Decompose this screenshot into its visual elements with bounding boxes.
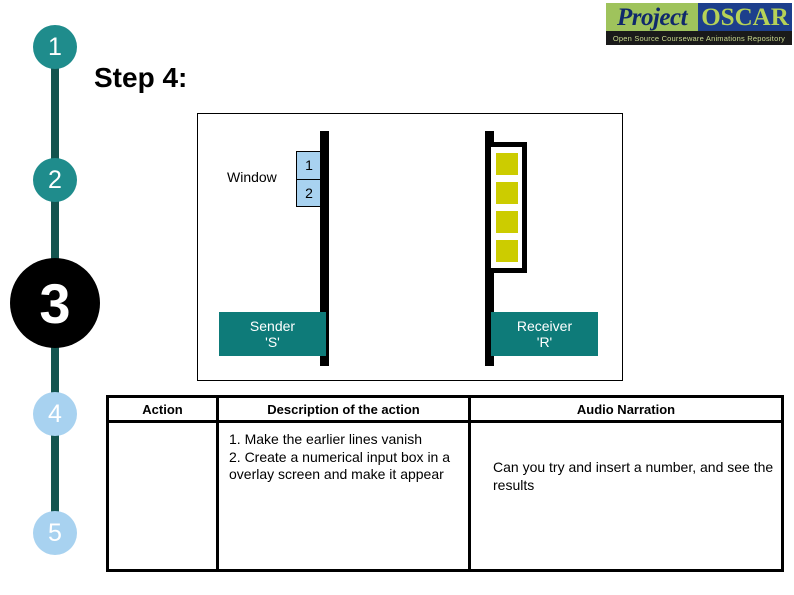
buffer-cell-1[interactable]	[495, 152, 518, 175]
sender-label: Sender 'S'	[219, 312, 326, 356]
table-header-description: Description of the action	[216, 395, 471, 423]
logo-word-project: Project	[616, 3, 688, 31]
receiver-label-line1: Receiver	[516, 317, 573, 334]
step-marker-2[interactable]: 2	[33, 158, 77, 202]
logo-subtitle: Open Source Courseware Animations Reposi…	[606, 31, 792, 45]
buffer-cell-3[interactable]	[495, 211, 518, 234]
sender-window-stack: 1 2	[296, 151, 322, 207]
logo-word-oscar: OSCAR	[701, 3, 789, 31]
cell-audio: Can you try and insert a number, and see…	[468, 420, 784, 572]
receiver-label-line2: 'R'	[536, 334, 553, 350]
table-header-audio: Audio Narration	[468, 395, 784, 423]
project-oscar-logo: Project OSCAR Open Source Courseware Ani…	[606, 3, 792, 45]
window-label: Window	[227, 169, 277, 185]
step-marker-1[interactable]: 1	[33, 25, 77, 69]
sender-label-line2: 'S'	[265, 334, 280, 350]
cell-description: 1. Make the earlier lines vanish 2. Crea…	[216, 420, 471, 572]
sender-timeline-bar	[320, 131, 329, 366]
receiver-timeline-bar	[485, 131, 494, 366]
table-header-action: Action	[106, 395, 219, 423]
logo-wordmark: Project OSCAR	[606, 3, 792, 31]
buffer-cell-4[interactable]	[495, 240, 518, 263]
table-row: 1. Make the earlier lines vanish 2. Crea…	[106, 420, 784, 572]
logo-right-panel: OSCAR	[698, 3, 792, 31]
table-header-row: Action Description of the action Audio N…	[106, 395, 784, 423]
cell-action	[106, 420, 219, 572]
step-marker-5[interactable]: 5	[33, 511, 77, 555]
action-description-table: Action Description of the action Audio N…	[106, 395, 784, 572]
receiver-label: Receiver 'R'	[491, 312, 598, 356]
buffer-cell-2[interactable]	[495, 181, 518, 204]
window-cell-1[interactable]: 1	[296, 151, 322, 180]
page-title: Step 4:	[94, 62, 188, 93]
step-progress-rail: 1 2 3 4 5	[0, 0, 110, 595]
window-cell-2[interactable]: 2	[296, 179, 322, 207]
step-marker-4[interactable]: 4	[33, 392, 77, 436]
step-marker-3[interactable]: 3	[10, 258, 100, 348]
sender-label-line1: Sender	[249, 317, 296, 334]
logo-left-panel: Project	[606, 3, 698, 31]
receiver-buffer-frame	[491, 142, 527, 273]
